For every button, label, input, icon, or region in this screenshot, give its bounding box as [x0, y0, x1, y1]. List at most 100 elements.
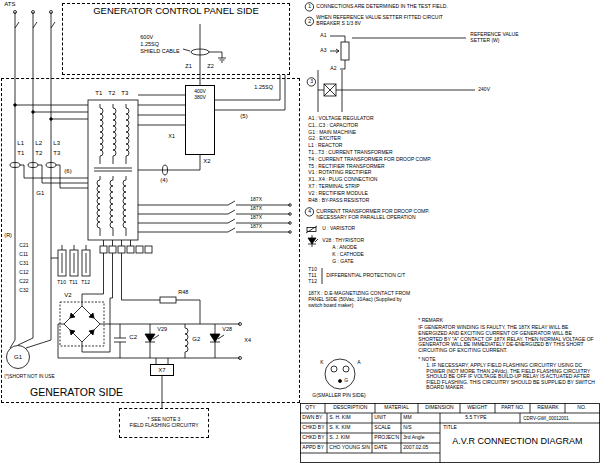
title-block-cell: UNIT	[374, 415, 386, 421]
reference-setter-symbol	[330, 36, 466, 69]
part-label: T1	[95, 90, 103, 97]
breaker-symbol	[324, 84, 336, 96]
title-block-cell: CDRV-GWI_00012001	[523, 416, 569, 421]
title-block-cell: REMARK	[537, 405, 559, 411]
wire-connector	[162, 376, 163, 408]
thyristor-pin-view	[325, 359, 355, 389]
part-label: T1	[17, 150, 25, 157]
demagnetizing-contact	[289, 204, 292, 207]
plug-terminal	[239, 357, 242, 360]
part-label: T10	[57, 280, 66, 286]
note-text: G	[344, 378, 348, 384]
note-text: G(SMALLER PIN SIDE)	[312, 393, 366, 399]
note-text: CURRENT TRANSFORMER FOR DROOP COMP. NECE…	[316, 209, 447, 221]
part-label: Z2	[207, 63, 214, 69]
region-heading: GENERATOR SIDE	[30, 386, 123, 398]
part-label: C22	[19, 279, 29, 285]
transformer-symbol	[110, 176, 113, 236]
title-block-cell: S. J. KIM	[329, 435, 350, 441]
transformer-symbol	[126, 104, 129, 164]
note-text: 4	[308, 209, 311, 215]
part-label: C31	[19, 261, 29, 267]
voltage-tap-wire	[14, 104, 88, 121]
part-label: (6)	[64, 168, 72, 175]
demagnetizing-contact	[138, 201, 290, 205]
title-block-grid	[301, 404, 600, 463]
drawing-title: A.V.R CONNECTION DIAGRAM	[452, 436, 583, 446]
resistor-symbol	[122, 253, 201, 324]
phase-line	[10, 11, 55, 349]
part-label: (4)	[160, 177, 168, 184]
part-label: 187X	[250, 206, 262, 212]
part-label: R48	[178, 289, 189, 295]
part-label: 1.25SQ	[254, 84, 273, 90]
phase-line	[50, 11, 53, 14]
shield-cable	[200, 24, 201, 75]
current-transformer	[46, 163, 56, 168]
title-block-cell: APPD BY	[302, 445, 324, 451]
part-label: 1.25SQ	[140, 41, 159, 47]
rectifier-bridge	[58, 253, 240, 358]
note-text: 187X : D.E-MAGNETIZING CONTACT FROM PANE…	[308, 291, 411, 308]
breaker-symbol	[318, 70, 475, 112]
part-label: (*)SHORT NOT IN USE	[4, 374, 55, 380]
note-text: A1 : VOLTAGE REGULATOR	[308, 116, 374, 122]
note-text: T4 : CURRENT TRANSFORMER FOR DROOP COMP.	[308, 157, 432, 163]
title-block-grid	[325, 403, 565, 413]
note-text: V1 : ROTATING RECTIFIER	[308, 170, 372, 176]
phase-line	[14, 11, 17, 14]
part-label: (R)	[4, 232, 12, 238]
part-label: X4	[244, 337, 251, 343]
note-text: A : ANODE	[332, 245, 357, 251]
transformer-symbol	[88, 100, 138, 240]
terminal-row	[136, 246, 143, 253]
note-text: V2 : RECTIFIER MODULE	[308, 191, 368, 197]
field-flashing-box: * SEE NOTE 3FIELD FLASHING CIRCUITRY	[119, 408, 209, 438]
differential-ct	[51, 245, 86, 273]
phase-line	[15, 12, 51, 335]
terminal-row	[127, 246, 134, 253]
note-text: 1	[308, 4, 311, 10]
part-label: C32	[19, 288, 29, 294]
transformer-symbol	[97, 176, 100, 236]
wire-connector	[200, 75, 201, 85]
capacitor-symbol	[114, 324, 126, 358]
breaker-symbol	[318, 70, 475, 112]
generator-region: GENERATOR SIDE400V380VG1X7	[1, 78, 300, 403]
transformer-symbol	[94, 168, 132, 171]
part-label: C21	[19, 243, 29, 249]
title-block-grid	[300, 423, 440, 453]
note-text: IF GENERATOR WINDING IS FAULTY, THE 187X…	[418, 325, 597, 354]
thyristor-symbol	[145, 324, 224, 358]
phase-line	[15, 22, 55, 28]
title-block-grid	[300, 403, 600, 463]
note-text: A	[357, 360, 361, 366]
note-text: 1. IF NECESSARY, APPLY FIELD FLASHING CI…	[426, 363, 597, 391]
varistor-symbol	[306, 226, 317, 233]
part-label: T3	[53, 150, 61, 157]
rectifier-bridge	[60, 302, 104, 346]
machine-circle: G1	[6, 345, 30, 369]
note-text: L1 : REACTOR	[308, 143, 343, 149]
reference-setter-symbol	[341, 42, 349, 60]
thyristor-legend-symbol	[322, 268, 323, 284]
part-label: V29	[157, 326, 167, 332]
thyristor-pin-view	[325, 359, 355, 389]
resistor-symbol	[160, 297, 176, 303]
part-label: ATS	[4, 1, 16, 8]
terminal-row	[145, 246, 152, 253]
note-text: G1 : MAIN MACHINE	[308, 130, 356, 136]
callout-circle	[307, 78, 315, 86]
shield-cable	[183, 24, 226, 75]
current-transformer	[20, 165, 88, 188]
note-text: REFERENCE VALUE SETTER (W)	[470, 32, 533, 44]
phase-line	[32, 11, 35, 14]
title-block-cell: CHKD BY	[302, 425, 325, 431]
title-block-cell: DWN BY	[302, 415, 323, 421]
thyristor-pin-view	[339, 380, 342, 383]
callout-circle	[305, 17, 313, 25]
terminal-box: 400V380V	[185, 85, 215, 155]
note-text: X1...X4 : PLUG CONNECTION	[308, 177, 378, 183]
